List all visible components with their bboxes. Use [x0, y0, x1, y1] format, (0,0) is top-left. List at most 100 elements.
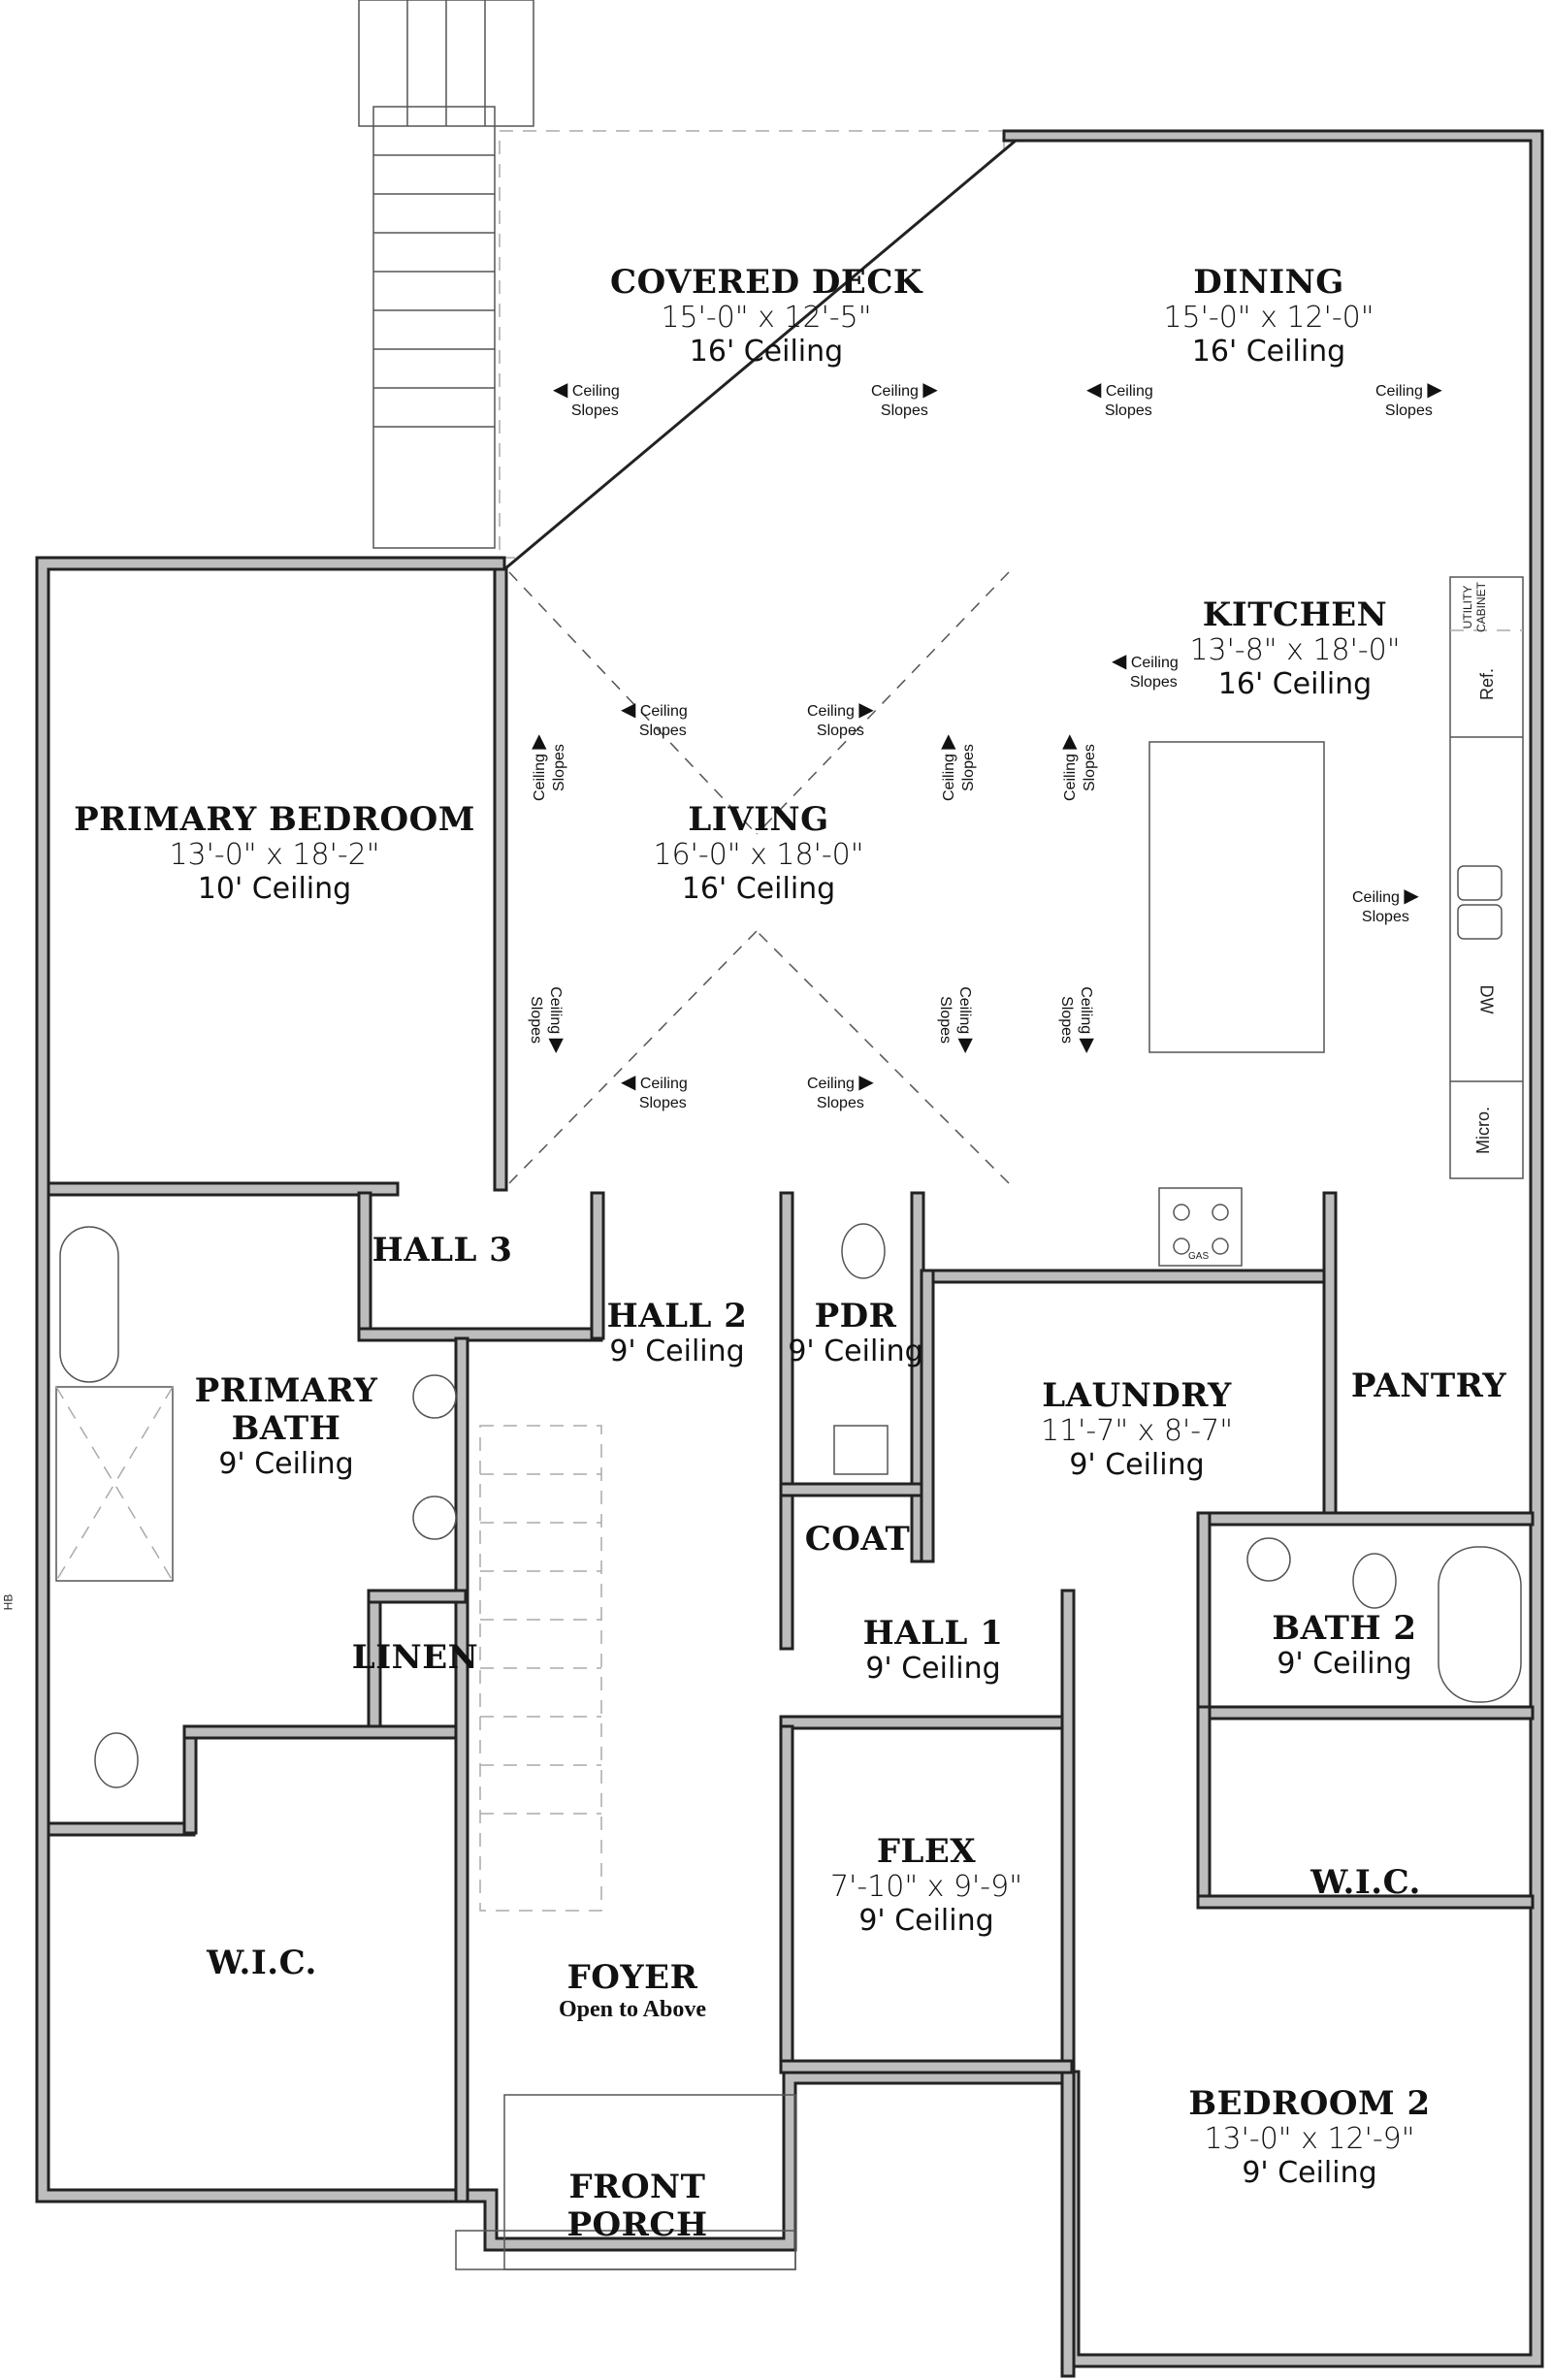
hose-bib-label: HB: [1, 1593, 16, 1611]
room-name-line2: BATH: [231, 1409, 341, 1449]
room-laundry: LAUNDRY 11'-7" x 8'-7" 9' Ceiling: [1040, 1376, 1234, 1482]
deck-stairs: [358, 0, 534, 549]
room-name-line2: PORCH: [566, 2205, 708, 2245]
room-hall-1: HALL 1 9' Ceiling: [862, 1614, 1004, 1687]
bathtub-icon: [59, 1226, 119, 1383]
ceiling-slope-left: ◀ Ceiling Slopes: [621, 699, 688, 739]
room-primary-bath: PRIMARY BATH 9' Ceiling: [194, 1371, 378, 1482]
ceiling-slope-down: Ceiling ▶Slopes: [527, 986, 567, 1053]
ceiling-slope-right: Ceiling ▶Slopes: [871, 379, 938, 419]
room-ceiling: 9' Ceiling: [609, 1335, 745, 1369]
room-note: Open to Above: [558, 1997, 707, 2023]
toilet-icon: [1352, 1553, 1397, 1609]
ceiling-slope-right: Ceiling ▶Slopes: [807, 1072, 874, 1111]
arrow-right-icon: ▶: [858, 1072, 874, 1093]
kitchen-island: [1148, 741, 1325, 1053]
room-name-line1: PRIMARY: [194, 1371, 378, 1410]
room-ceiling: 16' Ceiling: [1191, 334, 1346, 369]
room-name: HALL 2: [606, 1297, 748, 1335]
room-name: W.I.C.: [207, 1944, 317, 1982]
kitchen-counter: [1449, 576, 1524, 1179]
ceiling-slope-down: Ceiling ▶Slopes: [936, 986, 977, 1053]
room-ceiling: 10' Ceiling: [197, 871, 352, 906]
arrow-right-icon: ▶: [1427, 379, 1442, 401]
arrow-down-icon: ▶: [545, 1038, 567, 1053]
arrow-right-icon: ▶: [858, 699, 874, 721]
sink-icon: [1246, 1537, 1291, 1582]
room-name: HALL 3: [372, 1231, 513, 1270]
room-name: KITCHEN: [1202, 595, 1388, 634]
arrow-up-icon: ▶: [527, 734, 549, 750]
room-name: BATH 2: [1272, 1609, 1417, 1648]
arrow-left-icon: ◀: [1086, 379, 1102, 401]
ceiling-slope-down: Ceiling ▶Slopes: [1057, 986, 1098, 1053]
room-front-porch: FRONT PORCH: [566, 2168, 708, 2245]
interior-walls: [47, 567, 1535, 2378]
room-ceiling: 9' Ceiling: [1069, 1447, 1205, 1482]
room-hall-2: HALL 2 9' Ceiling: [606, 1297, 748, 1369]
room-name: W.I.C.: [1310, 1863, 1421, 1902]
room-name: LAUNDRY: [1042, 1376, 1232, 1415]
room-name: DINING: [1193, 263, 1344, 302]
ceiling-slope-left: ◀ Ceiling Slopes: [621, 1072, 688, 1111]
room-name: BEDROOM 2: [1188, 2084, 1431, 2123]
range-icon: [1158, 1187, 1243, 1267]
room-bath-2: BATH 2 9' Ceiling: [1272, 1609, 1417, 1682]
room-pdr: PDR 9' Ceiling: [788, 1297, 922, 1369]
arrow-left-icon: ◀: [621, 699, 636, 721]
room-ceiling: 9' Ceiling: [1242, 2155, 1377, 2190]
room-name: COVERED DECK: [610, 263, 922, 302]
room-dimensions: 13'-0" x 12'-9": [1204, 2122, 1415, 2157]
room-dimensions: 15'-0" x 12'-5": [661, 301, 872, 336]
room-name: LIVING: [688, 800, 829, 839]
room-flex: FLEX 7'-10" x 9'-9" 9' Ceiling: [829, 1832, 1023, 1938]
room-wic-primary: W.I.C.: [207, 1944, 317, 1982]
refrigerator-label: Ref.: [1477, 667, 1498, 701]
arrow-down-icon: ▶: [1076, 1038, 1098, 1053]
room-dimensions: 7'-10" x 9'-9": [829, 1870, 1023, 1905]
arrow-left-icon: ◀: [621, 1072, 636, 1093]
room-name: PANTRY: [1350, 1367, 1507, 1405]
gas-label: GAS: [1188, 1251, 1210, 1262]
room-dimensions: 16'-0" x 18'-0": [653, 838, 864, 873]
arrow-left-icon: ◀: [553, 379, 568, 401]
room-wic-bedroom2: W.I.C.: [1310, 1863, 1421, 1902]
ceiling-slope-left: ◀ Ceiling Slopes: [1086, 379, 1153, 419]
toilet-icon: [94, 1732, 139, 1788]
room-name: LINEN: [351, 1638, 479, 1677]
room-dining: DINING 15'-0" x 12'-0" 16' Ceiling: [1163, 263, 1374, 369]
room-name: HALL 1: [862, 1614, 1004, 1653]
room-living: LIVING 16'-0" x 18'-0" 16' Ceiling: [653, 800, 864, 906]
room-name: FOYER: [566, 1958, 698, 1997]
room-hall-3: HALL 3: [372, 1231, 513, 1270]
room-dimensions: 15'-0" x 12'-0": [1163, 301, 1374, 336]
room-primary-bedroom: PRIMARY BEDROOM 13'-0" x 18'-2" 10' Ceil…: [74, 800, 475, 906]
room-covered-deck: COVERED DECK 15'-0" x 12'-5" 16' Ceiling: [610, 263, 922, 369]
ceiling-slope-up: Ceiling ▶Slopes: [1057, 734, 1098, 801]
room-dimensions: 11'-7" x 8'-7": [1040, 1414, 1234, 1449]
room-name-line1: FRONT: [568, 2168, 706, 2206]
room-ceiling: 16' Ceiling: [1217, 666, 1373, 701]
utility-cabinet-label: UTILITY CABINET: [1461, 582, 1488, 633]
ceiling-slope-right: Ceiling ▶Slopes: [1375, 379, 1442, 419]
arrow-up-icon: ▶: [936, 734, 958, 750]
room-ceiling: 16' Ceiling: [689, 334, 844, 369]
shower-icon: [55, 1386, 174, 1582]
room-pantry: PANTRY: [1351, 1367, 1506, 1405]
arrow-left-icon: ◀: [1112, 651, 1127, 672]
room-kitchen: KITCHEN 13'-8" x 18'-0" 16' Ceiling: [1189, 595, 1400, 701]
room-name: PDR: [814, 1297, 897, 1335]
toilet-icon: [841, 1223, 886, 1279]
arrow-right-icon: ▶: [1404, 885, 1419, 907]
room-coat: COAT: [805, 1520, 911, 1559]
room-ceiling: 9' Ceiling: [858, 1903, 994, 1938]
ceiling-slope-right: Ceiling ▶Slopes: [807, 699, 874, 739]
ceiling-slope-right: Ceiling ▶Slopes: [1352, 885, 1419, 925]
room-ceiling: 9' Ceiling: [218, 1447, 354, 1482]
arrow-down-icon: ▶: [954, 1038, 977, 1053]
ceiling-slope-up: Ceiling ▶Slopes: [936, 734, 977, 801]
room-name: PRIMARY BEDROOM: [74, 800, 475, 839]
living-ceiling-lines: [508, 571, 1010, 1184]
arrow-right-icon: ▶: [922, 379, 938, 401]
